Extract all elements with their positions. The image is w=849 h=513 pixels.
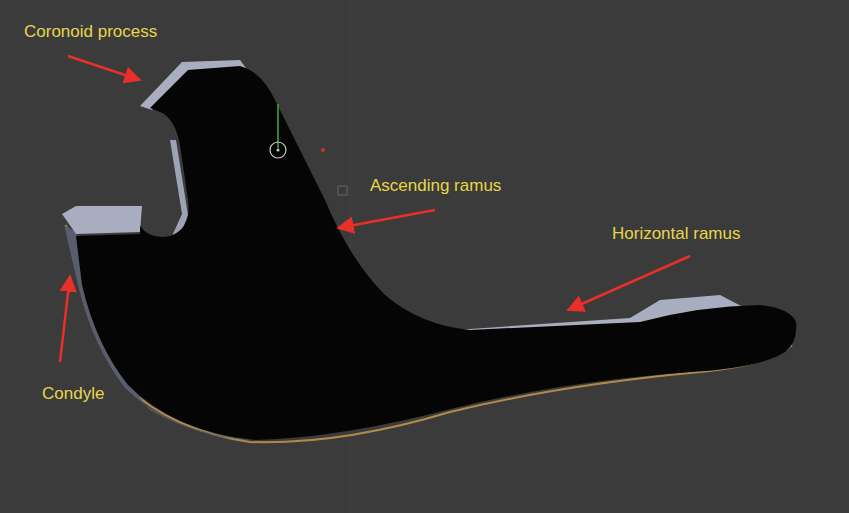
part-label: Horizontal ramus: [612, 224, 741, 244]
part-label: Ascending ramus: [370, 176, 501, 196]
pointer-arrow: [568, 256, 690, 310]
gizmo-dot: [277, 149, 280, 152]
pointer-arrow: [68, 56, 140, 80]
part-label: Condyle: [42, 384, 104, 404]
gizmo-axis: [277, 104, 279, 148]
gizmo-box: [338, 186, 347, 195]
gizmo-point: [321, 148, 325, 152]
condyle-face: [62, 206, 142, 234]
mandible-body: [76, 66, 796, 440]
gizmo-circle: [270, 142, 286, 158]
pointer-arrow: [60, 276, 70, 362]
part-label: Coronoid process: [24, 22, 157, 42]
pointer-arrow: [338, 210, 435, 228]
